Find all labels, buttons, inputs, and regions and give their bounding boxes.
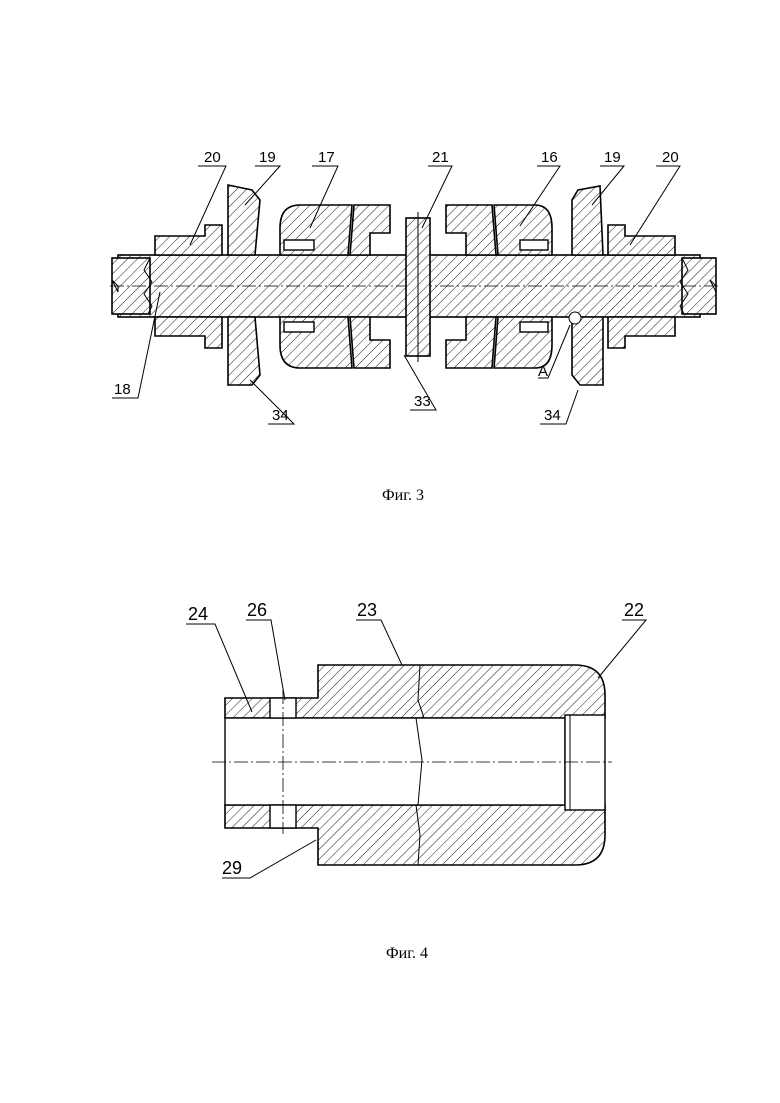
label-19-left: 19 (259, 149, 276, 166)
flange-34-right (572, 317, 603, 385)
label-24: 24 (188, 604, 208, 624)
label-23: 23 (357, 600, 377, 620)
label-18: 18 (114, 381, 131, 398)
label-34-right: 34 (544, 407, 561, 424)
flange-19-left (228, 185, 260, 255)
coupling-left-top (350, 205, 390, 255)
label-16: 16 (541, 149, 558, 166)
sleeve-20-right-top (608, 225, 675, 255)
label-29: 29 (222, 858, 242, 878)
sleeve-20-left-bottom (155, 317, 222, 348)
label-26: 26 (247, 600, 267, 620)
sleeve-20-left-top (155, 225, 222, 255)
label-20-left: 20 (204, 149, 221, 166)
label-22: 22 (624, 600, 644, 620)
figure-4-caption: Фиг. 4 (386, 945, 428, 962)
label-A: A (538, 363, 548, 380)
label-34-left: 34 (272, 407, 289, 424)
inner-bore (225, 718, 565, 805)
flange-34-left (228, 317, 260, 385)
label-19-right: 19 (604, 149, 621, 166)
sleeve-20-right-bottom (608, 317, 675, 348)
figure-3-caption: Фиг. 3 (382, 487, 424, 504)
figure-3-assembly: 20 19 17 21 16 19 20 18 34 33 A 34 Фиг. … (110, 149, 720, 504)
flange-19-right (572, 186, 603, 255)
figure-4-part: 24 26 23 22 29 Фиг. 4 (186, 600, 646, 962)
coupling-right-top (446, 205, 496, 255)
coupling-right-bottom (446, 317, 496, 368)
detail-A-marker (569, 312, 581, 324)
label-21: 21 (432, 149, 449, 166)
end-recess-22 (565, 715, 605, 810)
label-17: 17 (318, 149, 335, 166)
label-20-right: 20 (662, 149, 679, 166)
label-33: 33 (414, 393, 431, 410)
coupling-left-bottom (350, 317, 390, 368)
